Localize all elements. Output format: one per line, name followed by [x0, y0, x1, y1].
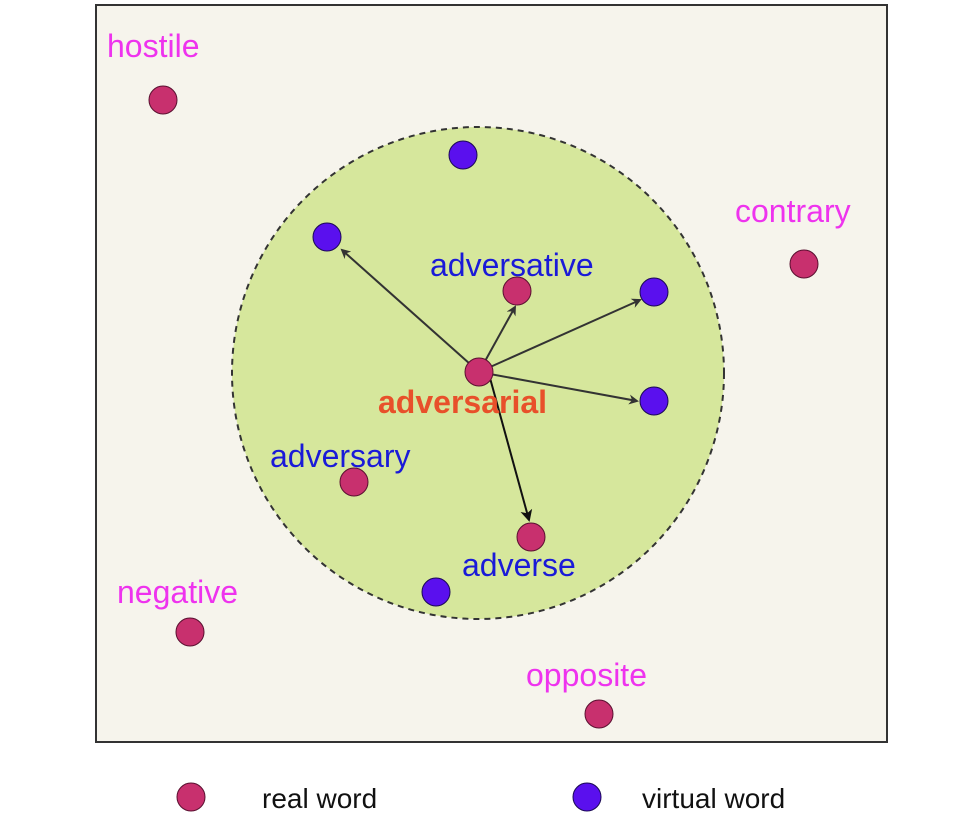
virtual-word-dot-right-upper [639, 277, 669, 307]
virtual-word-dot-top [448, 140, 478, 170]
arrow-to-virtual-right-lower [478, 371, 639, 405]
label-adversarial: adversarial [378, 384, 547, 420]
virtual-word-dot-right-lower [639, 386, 669, 416]
arrow-to-adverse [489, 377, 533, 522]
real-word-dot-adverse [516, 522, 546, 552]
real-word-dot-adversarial [464, 357, 494, 387]
real-word-dot-adversative [502, 276, 532, 306]
legend-virtual-word-icon [572, 782, 602, 812]
label-hostile: hostile [107, 28, 200, 64]
real-word-dot-opposite [584, 699, 614, 729]
label-adversative: adversative [430, 247, 594, 283]
virtual-word-dot-bottom [421, 577, 451, 607]
legend-virtual-word-label: virtual word [642, 783, 785, 814]
arrow-to-virtual-right-upper [478, 298, 642, 373]
label-contrary: contrary [735, 193, 851, 229]
legend: real word virtual word [176, 782, 785, 814]
outer-real-words [148, 85, 819, 729]
real-word-dot-adversary [339, 467, 369, 497]
label-opposite: opposite [526, 657, 647, 693]
real-word-dot-contrary [789, 249, 819, 279]
legend-real-word-label: real word [262, 783, 377, 814]
label-negative: negative [117, 574, 238, 610]
label-adversary: adversary [270, 438, 411, 474]
virtual-words [312, 140, 669, 607]
virtual-word-dot-upper-left [312, 222, 342, 252]
arrow-to-virtual-upper-left [340, 248, 480, 373]
inner-real-words [339, 276, 546, 552]
label-adverse: adverse [462, 547, 576, 583]
legend-real-word-icon [176, 782, 206, 812]
real-word-dot-negative [175, 617, 205, 647]
real-word-dot-hostile [148, 85, 178, 115]
